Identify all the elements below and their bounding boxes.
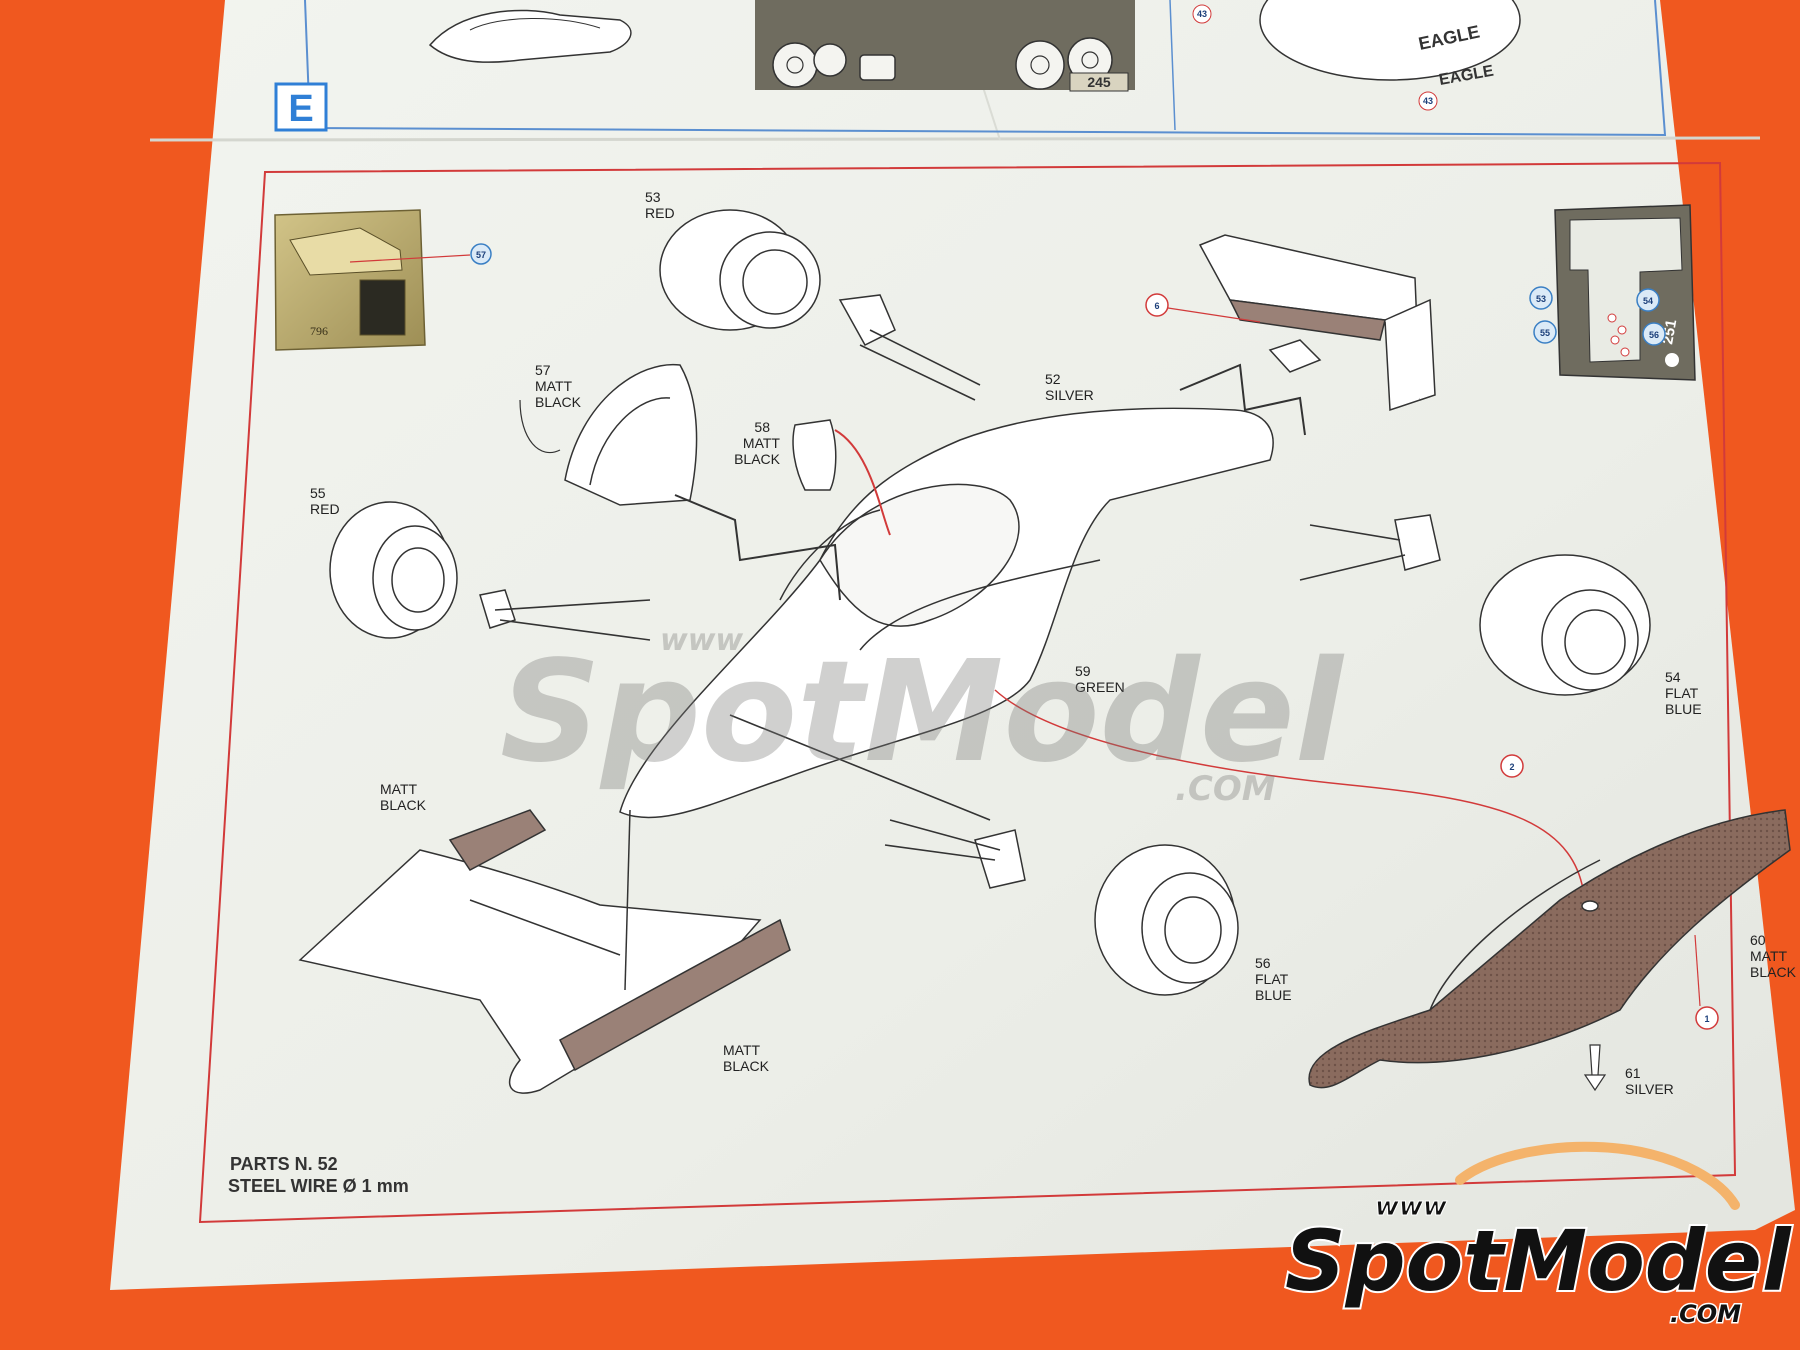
svg-text:SpotModel: SpotModel (500, 631, 1345, 794)
suspension-drawing (479, 294, 1441, 889)
suspension-arms (494, 329, 1406, 861)
svg-text:BLACK: BLACK (535, 394, 582, 410)
part-label-61: 61 SILVER (1625, 1065, 1674, 1097)
step-letter: E (288, 88, 313, 130)
svg-text:GREEN: GREEN (1075, 679, 1125, 695)
callout-54: 54 (1643, 296, 1653, 306)
callout-1: 1 (1704, 1014, 1709, 1024)
parts-note: PARTS N. 52 STEEL WIRE Ø 1 mm (228, 1154, 409, 1196)
callout-43-bottom: 43 (1423, 96, 1433, 106)
svg-text:RED: RED (645, 205, 675, 221)
part-label-57: 57 MATT BLACK (535, 362, 582, 410)
part-label-55: 55 RED (310, 485, 340, 517)
wire-59-red (994, 689, 1586, 906)
svg-text:MATT: MATT (1750, 948, 1788, 964)
callout-56: 56 (1649, 330, 1659, 340)
previous-step-panel: E 245 EAGLE EAGLE 43 43 (274, 0, 1667, 137)
svg-text:BLACK: BLACK (380, 797, 427, 813)
svg-text:57: 57 (535, 362, 551, 378)
part-label-nose-top: MATT BLACK (380, 781, 427, 813)
svg-text:MATT: MATT (723, 1042, 761, 1058)
callout-6: 6 (1154, 301, 1159, 311)
svg-text:www: www (660, 623, 743, 658)
logo-prefix: www (1375, 1192, 1448, 1222)
part-label-nose-bottom: MATT BLACK (723, 1042, 770, 1074)
part-label-52: 52 SILVER (1045, 371, 1094, 403)
front-wing-drawing (298, 809, 791, 1094)
svg-text:BLACK: BLACK (1750, 964, 1797, 980)
callout-55: 55 (1540, 328, 1550, 338)
svg-text:61: 61 (1625, 1065, 1641, 1081)
watermark: www SpotModel .COM (500, 623, 1345, 809)
logo-brand: SpotModel (1285, 1212, 1792, 1310)
svg-text:58: 58 (754, 419, 770, 435)
svg-text:MATT: MATT (380, 781, 418, 797)
tyre-top-right (1259, 0, 1521, 81)
paper-fold (149, 136, 1761, 142)
wheel-front-right (1094, 844, 1239, 996)
main-step-frame (198, 161, 1737, 1224)
svg-text:BLUE: BLUE (1255, 987, 1292, 1003)
part-58-plate (792, 419, 837, 491)
logo-suffix: .COM (1670, 1300, 1741, 1328)
part-label-60: 60 MATT BLACK (1750, 932, 1797, 980)
step-badge (274, 82, 328, 132)
wheel-rear-left (659, 209, 821, 331)
svg-text:.COM: .COM (1175, 769, 1276, 809)
svg-text:MATT: MATT (743, 435, 781, 451)
callout-43-top: 43 (1197, 9, 1207, 19)
photoetch-sheet-right: 251 (1554, 204, 1696, 381)
part-label-54: 54 FLAT BLUE (1665, 669, 1702, 717)
svg-text:FLAT: FLAT (1665, 685, 1699, 701)
svg-text:55: 55 (310, 485, 326, 501)
seat-drawing-main (564, 363, 698, 506)
photoetch-sheet-left: 796 (274, 209, 426, 351)
svg-text:BLACK: BLACK (723, 1058, 770, 1074)
wheel-front-left (329, 501, 458, 639)
svg-text:53: 53 (645, 189, 661, 205)
svg-text:SILVER: SILVER (1045, 387, 1094, 403)
callout-2: 2 (1509, 762, 1514, 772)
floor-undertray-drawing (1308, 809, 1791, 1089)
svg-text:FLAT: FLAT (1255, 971, 1289, 987)
wheel-rear-right (1479, 554, 1651, 696)
callout-53: 53 (1536, 294, 1546, 304)
screw-61 (1583, 1044, 1607, 1092)
svg-text:54: 54 (1665, 669, 1681, 685)
svg-text:59: 59 (1075, 663, 1091, 679)
wire-bracket-rear (1179, 363, 1306, 436)
svg-text:52: 52 (1045, 371, 1061, 387)
part-label-58: 58 MATT BLACK (734, 419, 781, 467)
wire-58-red (834, 429, 891, 536)
car-body-drawing (619, 407, 1274, 819)
spotmodel-logo: www SpotModel .COM (1283, 1141, 1794, 1330)
callout-57: 57 (476, 250, 486, 260)
svg-text:56: 56 (1255, 955, 1271, 971)
svg-text:BLUE: BLUE (1665, 701, 1702, 717)
svg-text:SILVER: SILVER (1625, 1081, 1674, 1097)
svg-text:RED: RED (310, 501, 340, 517)
svg-text:MATT: MATT (535, 378, 573, 394)
photoetch-left-sheet-number: 796 (310, 324, 328, 338)
part-label-59: 59 GREEN (1075, 663, 1125, 695)
parts-note-line2: STEEL WIRE Ø 1 mm (228, 1176, 409, 1196)
part-label-56: 56 FLAT BLUE (1255, 955, 1292, 1003)
rear-wing-drawing (1198, 234, 1436, 412)
svg-text:BLACK: BLACK (734, 451, 781, 467)
parts-note-line1: PARTS N. 52 (230, 1154, 338, 1174)
photoetch-top-sheet-number: 245 (1087, 74, 1111, 90)
svg-text:60: 60 (1750, 932, 1766, 948)
part-label-53: 53 RED (645, 189, 675, 221)
wire-bracket-front (674, 494, 841, 601)
